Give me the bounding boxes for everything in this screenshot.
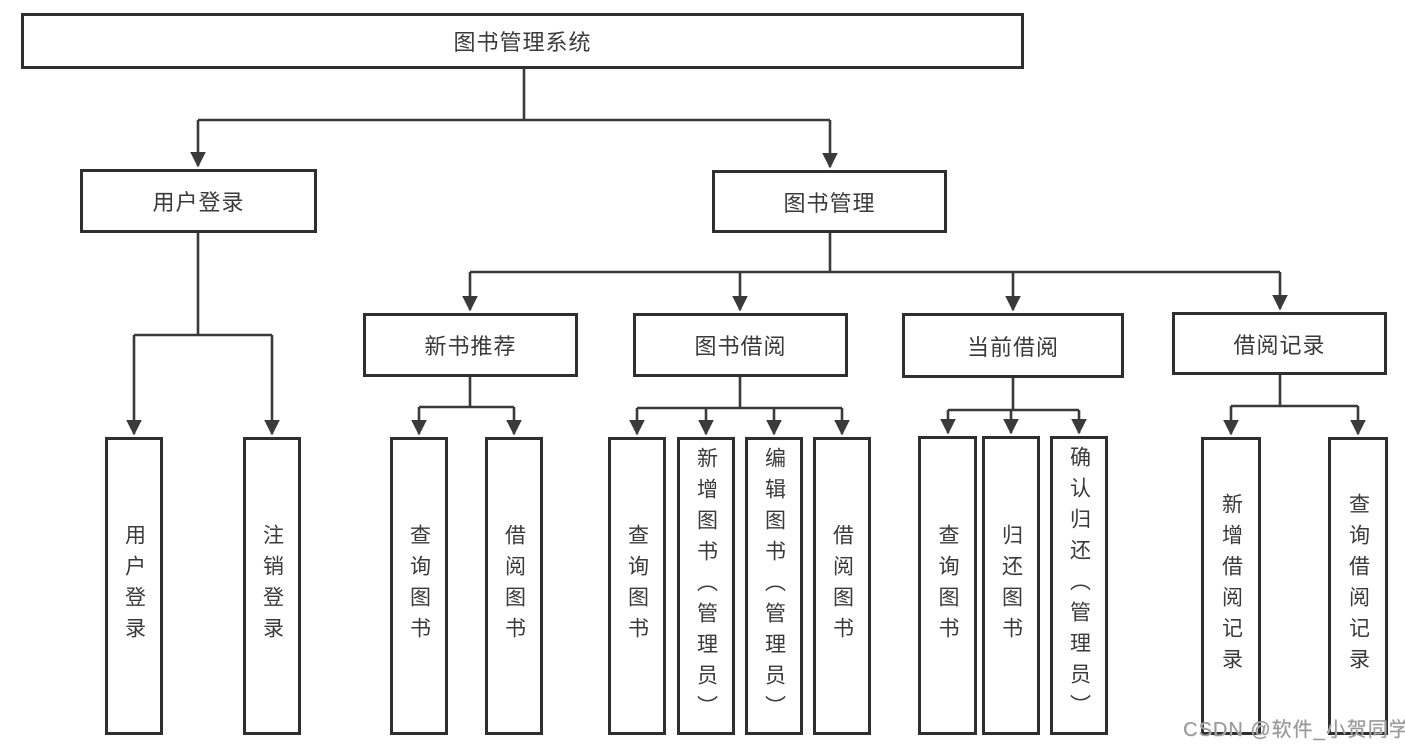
leaf-borrow-books-recommend: 借阅图书: [485, 437, 543, 735]
node-library-management-system: 图书管理系统: [21, 13, 1024, 69]
leaf-logout: 注销登录: [243, 437, 301, 735]
leaf-label: 新增借阅记录: [1219, 493, 1243, 679]
node-borrowing-records: 借阅记录: [1172, 312, 1387, 375]
leaf-label: 归还图书: [999, 523, 1023, 648]
node-book-management: 图书管理: [712, 170, 947, 233]
leaf-query-books-current: 查询图书: [918, 436, 977, 735]
leaf-label: 编辑图书（管理员）: [762, 446, 786, 726]
leaf-label: 查询图书: [407, 524, 431, 648]
leaf-query-books-recommend: 查询图书: [390, 437, 448, 735]
leaf-borrow-books-borrowing: 借阅图书: [813, 437, 871, 735]
leaf-label: 查询图书: [625, 524, 649, 648]
node-user-login: 用户登录: [80, 169, 317, 233]
leaf-return-books: 归还图书: [982, 436, 1040, 735]
leaf-label: 注销登录: [260, 524, 284, 648]
csdn-watermark: CSDN @软件_小贺同学: [1183, 719, 1405, 741]
node-current-borrowing: 当前借阅: [902, 313, 1124, 378]
leaf-query-books-borrowing: 查询图书: [608, 437, 666, 735]
leaf-label: 确认归还（管理员）: [1067, 446, 1091, 725]
leaf-label: 查询图书: [936, 523, 959, 648]
leaf-label: 借阅图书: [502, 524, 526, 648]
leaf-user-login: 用户登录: [105, 437, 163, 735]
leaf-label: 用户登录: [122, 524, 146, 648]
node-new-book-recommend: 新书推荐: [363, 313, 578, 377]
leaf-edit-books-admin: 编辑图书（管理员）: [745, 437, 803, 735]
leaf-label: 查询借阅记录: [1346, 493, 1370, 679]
leaf-query-borrow-record: 查询借阅记录: [1328, 437, 1388, 735]
node-book-borrowing: 图书借阅: [633, 313, 848, 377]
leaf-confirm-return-admin: 确认归还（管理员）: [1050, 436, 1108, 735]
leaf-label: 借阅图书: [830, 524, 854, 648]
leaf-add-borrow-record: 新增借阅记录: [1201, 437, 1261, 735]
leaf-label: 新增图书（管理员）: [694, 446, 718, 726]
leaf-add-books-admin: 新增图书（管理员）: [677, 437, 735, 735]
